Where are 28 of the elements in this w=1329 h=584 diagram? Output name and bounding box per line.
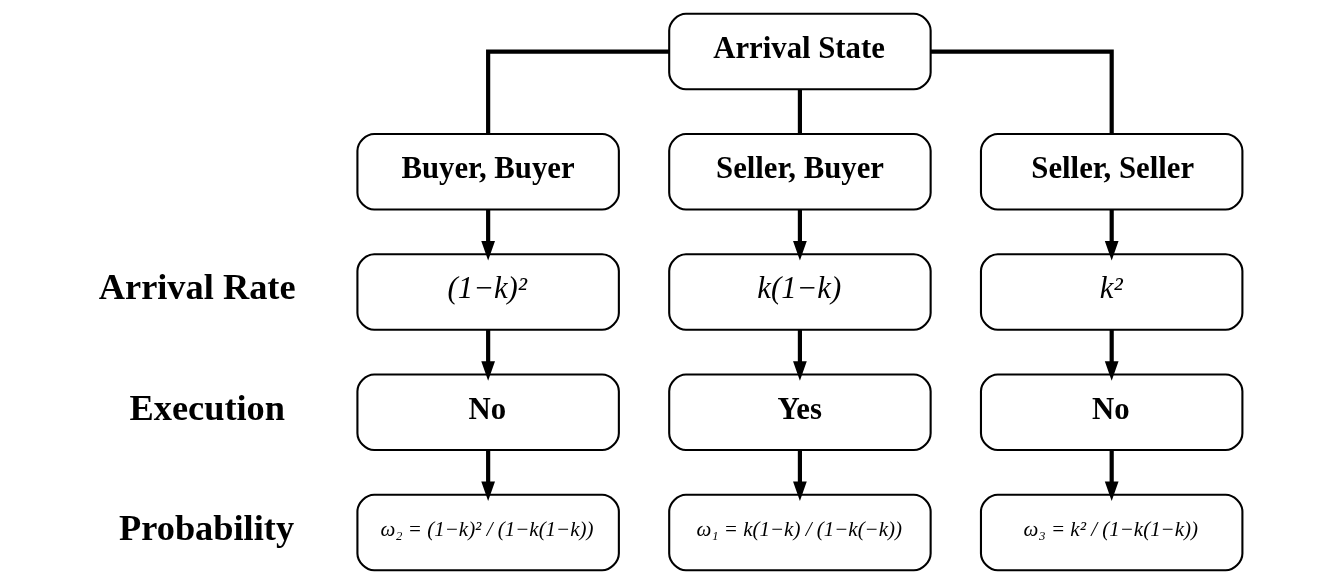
node-box: Seller, Seller (979, 132, 1243, 211)
arrow (480, 450, 495, 501)
arrow (1104, 209, 1119, 261)
label: Probability (118, 507, 294, 548)
node-box: k(1−k) (667, 253, 932, 331)
label: Execution (129, 387, 285, 428)
label: Arrival Rate (98, 267, 296, 308)
connector (485, 49, 669, 134)
arrow (1104, 330, 1119, 381)
node-box: No (355, 373, 620, 452)
node-box: Buyer, Buyer (355, 132, 620, 211)
node-box: k² (979, 253, 1243, 331)
connector (930, 49, 1114, 134)
node-box: Yes (667, 373, 932, 452)
node-box: ω₂ = (1−k)² / (1−k(1−k)) (355, 493, 620, 572)
arrow (792, 330, 807, 381)
arrow (792, 450, 807, 501)
arrow (480, 330, 495, 381)
node-box: ω₁ = k(1−k) / (1−k(−k)) (667, 493, 932, 572)
node-box: No (979, 373, 1243, 452)
connector (797, 89, 802, 134)
node-box: Arrival State (667, 12, 932, 91)
arrow (480, 209, 495, 261)
arrow (792, 209, 807, 261)
node-box: ω₃ = k² / (1−k(1−k)) (979, 493, 1243, 572)
node-box: Seller, Buyer (667, 132, 932, 211)
node-box: (1−k)² (355, 253, 620, 331)
arrow (1104, 450, 1119, 501)
